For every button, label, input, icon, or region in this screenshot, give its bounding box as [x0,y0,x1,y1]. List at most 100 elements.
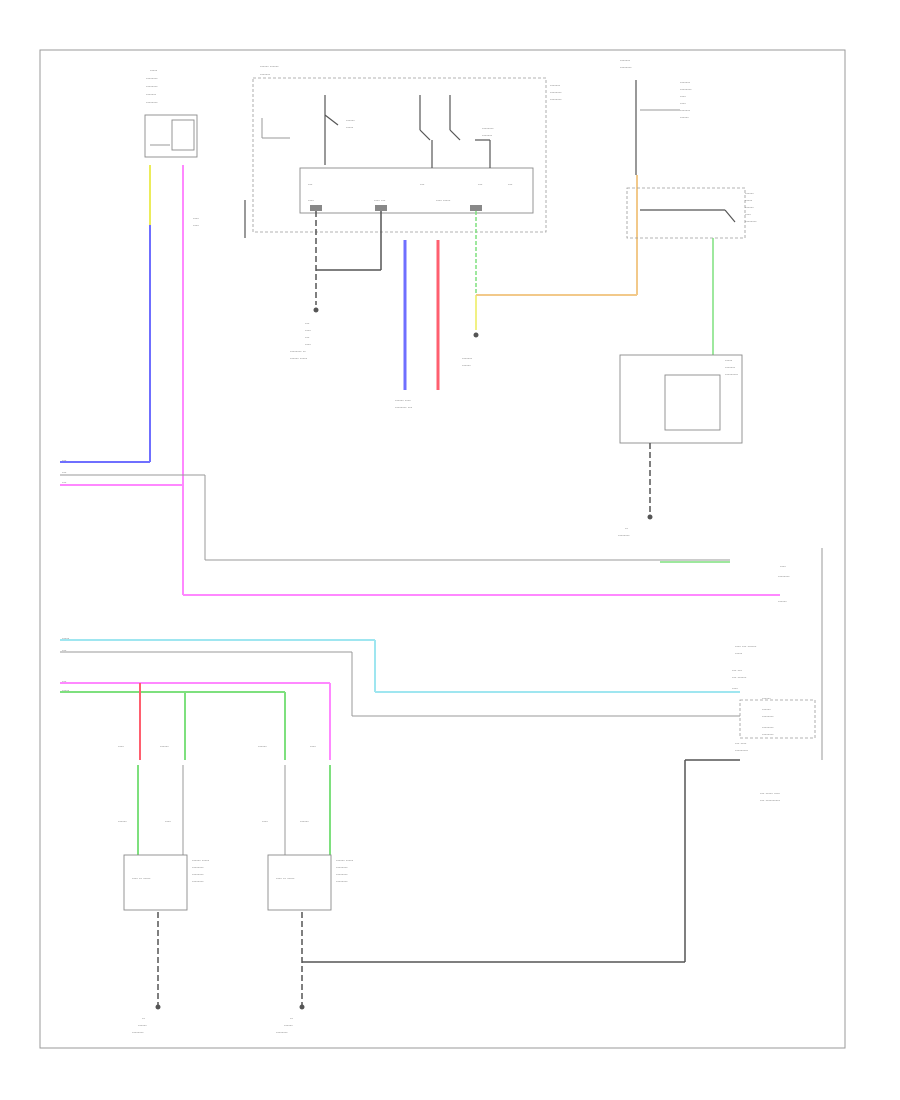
svg-text:---: --- [478,182,483,187]
svg-text:--------: -------- [482,126,494,131]
svg-text:----: ---- [310,744,316,749]
svg-text:--: -- [625,526,628,531]
svg-text:------: ------ [284,1023,293,1028]
svg-text:-----: ----- [725,358,733,363]
connector-block [310,205,322,211]
svg-text:--------: -------- [192,872,204,877]
svg-text:------ -----: ------ ----- [336,858,354,863]
svg-text:-------: ------- [725,365,736,370]
svg-text:--------: -------- [192,879,204,884]
svg-text:--------: -------- [146,84,158,89]
wiper-relay-component: ------ ------ ------- ------ ----- -----… [244,64,562,238]
svg-text:------ ------: ------ ------ [260,64,279,69]
svg-text:-------: ------- [462,356,473,361]
svg-text:--------: -------- [680,87,692,92]
svg-text:-------: ------- [680,80,691,85]
svg-text:---- -- -----: ---- -- ----- [132,876,151,881]
svg-text:--------: -------- [336,879,348,884]
svg-text:---: --- [62,458,67,463]
svg-text:-----: ----- [346,125,354,130]
svg-text:--------: -------- [620,65,632,70]
svg-text:-----: ----- [62,636,70,641]
svg-text:--------: -------- [336,872,348,877]
ground-point [647,514,653,520]
svg-text:------ ----: ------ ---- [395,398,411,403]
svg-text:---: --- [305,335,310,340]
svg-text:----: ---- [680,101,686,106]
svg-text:------: ------ [680,115,689,120]
svg-text:--------: -------- [762,732,774,737]
svg-text:----: ---- [745,212,751,217]
svg-text:----: ---- [308,198,314,203]
svg-text:--- ----------: --- ---------- [760,798,781,803]
svg-text:-----: ----- [62,688,70,693]
svg-text:--------: -------- [276,1030,288,1035]
control-module-inner [664,374,721,431]
ground-point [155,1004,161,1010]
svg-text:---: --- [62,648,67,653]
svg-text:-----: ----- [735,651,743,656]
svg-text:--------: -------- [192,865,204,870]
svg-text:----: ---- [780,564,786,569]
svg-text:----: ---- [732,686,738,691]
svg-text:--------: -------- [778,574,790,579]
svg-text:--: -- [142,1016,145,1021]
svg-text:----: ---- [193,216,199,221]
washer-pump-component: ----- -------- -------- ------- -------- [144,68,198,158]
svg-text:----: ---- [118,744,124,749]
svg-text:-------: ------- [260,72,271,77]
svg-text:-------- --: -------- -- [290,349,306,354]
svg-text:-----: ----- [150,68,158,73]
left-side-switch-component: ---- -- ----- ------ ----- -------- ----… [267,854,354,911]
svg-text:--------: -------- [146,100,158,105]
svg-text:-------: ------- [482,133,493,138]
svg-text:------ -----: ------ ----- [192,858,210,863]
svg-text:--------: -------- [762,714,774,719]
svg-text:------: ------ [138,1023,147,1028]
svg-text:------: ------ [258,744,267,749]
svg-text:----: ---- [165,819,171,824]
svg-text:---- --- ------: ---- --- ------ [735,644,757,649]
rear-wiper-switch-component: ---- --- ------ ----- --- --- --- ------… [732,644,816,803]
svg-text:---------: --------- [725,372,739,377]
svg-text:----: ---- [680,94,686,99]
svg-text:----: ---- [262,819,268,824]
svg-text:---: --- [62,480,67,485]
svg-text:--------: -------- [132,1030,144,1035]
svg-text:--- ---: --- --- [732,668,742,673]
svg-text:--------: -------- [336,865,348,870]
svg-text:---: --- [508,182,513,187]
svg-text:-------: ------- [680,108,691,113]
svg-text:--------: -------- [146,76,158,81]
svg-text:--- ----- ----: --- ----- ---- [760,791,780,796]
right-side-switch-component: ---- -- ----- ------ ----- -------- ----… [123,854,210,911]
control-module [619,354,743,444]
svg-text:------: ------ [745,205,754,210]
svg-text:-------: ------- [146,92,157,97]
svg-text:---: --- [308,182,313,187]
svg-text:---- ---: ---- --- [374,198,386,203]
svg-text:--------: -------- [618,533,630,538]
svg-text:------: ------ [745,191,754,196]
svg-text:---- -- -----: ---- -- ----- [276,876,295,881]
svg-text:----: ---- [305,342,311,347]
svg-text:--------: -------- [745,219,757,224]
svg-text:------: ------ [462,363,471,368]
svg-text:------: ------ [300,819,309,824]
svg-text:-------: ------- [550,83,561,88]
connector-block [375,205,387,211]
svg-text:---: --- [62,470,67,475]
svg-text:------: ------ [118,819,127,824]
svg-text:--- ----: --- ---- [735,741,747,746]
svg-text:-----: ----- [745,198,753,203]
svg-text:---- -----: ---- ----- [436,198,451,203]
svg-text:------: ------ [346,118,355,123]
svg-text:------ -----: ------ ----- [290,356,308,361]
connector-block [470,205,482,211]
svg-text:----: ---- [305,328,311,333]
ground-point [473,332,479,338]
svg-text:---: --- [420,182,425,187]
svg-text:------: ------ [762,707,771,712]
svg-text:--------: -------- [762,725,774,730]
